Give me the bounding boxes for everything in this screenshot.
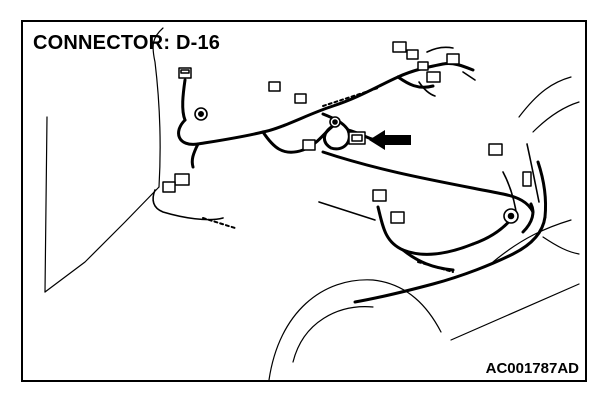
connector-middle bbox=[372, 189, 405, 224]
ground-eyelets bbox=[194, 107, 519, 224]
connector-rear-right bbox=[488, 143, 532, 187]
connector-cluster-top-right bbox=[392, 41, 460, 83]
wire-continuation-dashes bbox=[202, 87, 454, 273]
connectors bbox=[162, 41, 532, 224]
figure-code: AC001787AD bbox=[485, 360, 579, 377]
main-wiring-harness bbox=[177, 62, 547, 304]
connector-top-center bbox=[268, 81, 307, 104]
diagram-title: CONNECTOR: D-16 bbox=[33, 32, 221, 54]
connector-near-loop bbox=[302, 139, 316, 151]
connector-pointer-arrow bbox=[369, 130, 411, 150]
vehicle-body-outline bbox=[44, 27, 580, 380]
connector-left-floor bbox=[162, 173, 190, 193]
connector-upper-left bbox=[178, 67, 192, 79]
diagram-frame: CONNECTOR: D-16 AC001787AD bbox=[21, 20, 587, 382]
connector-d16 bbox=[348, 131, 366, 145]
secondary-wires bbox=[152, 46, 540, 221]
wiring-harness-illustration bbox=[44, 27, 580, 380]
